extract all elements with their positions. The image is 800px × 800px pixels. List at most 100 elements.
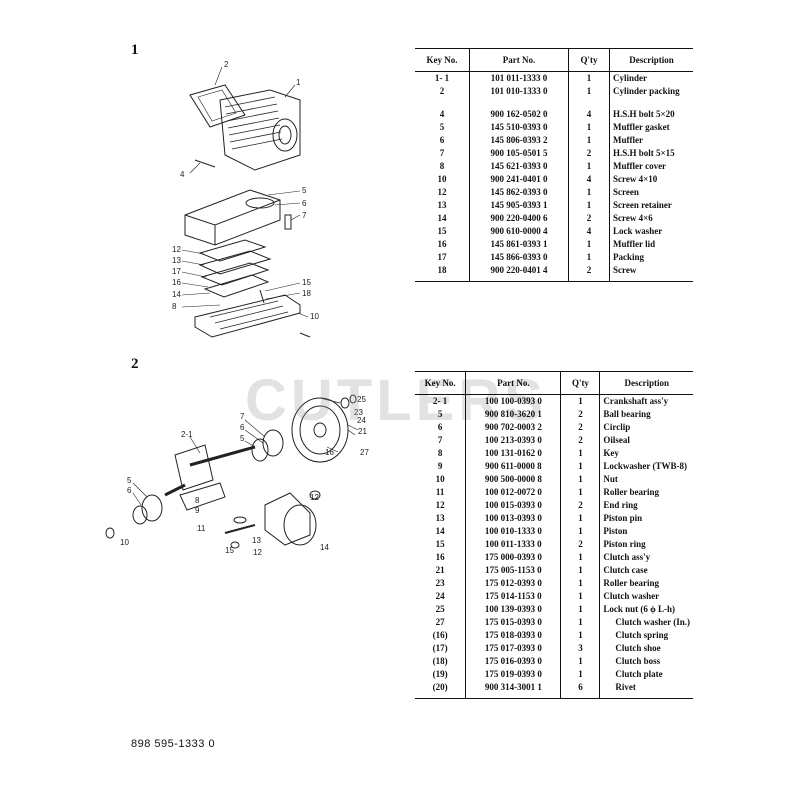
callout-label: 6 <box>302 199 307 208</box>
callout-label: 14 <box>172 290 181 299</box>
cell-key-no: 14 <box>437 213 447 223</box>
cell-qty: 1 <box>568 85 610 98</box>
cell-part-no: 900 314-3001 1 <box>465 681 561 699</box>
cell-qty: 1 <box>560 655 600 668</box>
cylinder-muffler-drawing: 2 1 4 5 6 7 12 13 17 16 15 14 18 8 10 <box>172 60 319 338</box>
cell-qty: 3 <box>560 642 600 655</box>
cell-qty: 6 <box>560 681 600 699</box>
cell-part-no: 100 131-0162 0 <box>465 447 561 460</box>
cell-description: Lockwasher (TWB-8) <box>599 460 693 473</box>
cell-key-no: 23 <box>435 578 445 588</box>
cell-description: Screw <box>609 264 693 282</box>
crankshaft-clutch-exploded-diagram: 2-1 7 6 5 25 23 24 21 16 27 5 6 8 9 10 1… <box>95 385 380 560</box>
cell-key-no: (17) <box>432 643 448 653</box>
cell-qty: 1 <box>568 71 610 85</box>
callout-label: 24 <box>357 416 366 425</box>
cell-key-no: (19) <box>432 669 448 679</box>
cell-qty: 1 <box>560 473 600 486</box>
cell-qty: 1 <box>560 394 600 408</box>
cell-description: End ring <box>599 499 693 512</box>
cell-part-no: 145 806-0393 2 <box>469 134 569 147</box>
cell-key-no: 17 <box>437 252 447 262</box>
cell-description: Screen retainer <box>609 199 693 212</box>
cell-qty: 1 <box>560 551 600 564</box>
section-number: 1 <box>131 42 139 58</box>
cell-part-no: 900 611-0000 8 <box>465 460 561 473</box>
cell-part-no: 145 862-0393 0 <box>469 186 569 199</box>
cell-description: Clutch shoe <box>599 642 693 655</box>
header-qty: Q'ty <box>568 48 610 72</box>
cell-key-no: 16 <box>437 239 447 249</box>
cell-key-no: 24 <box>435 591 445 601</box>
cell-description: H.S.H bolt 5×15 <box>609 147 693 160</box>
cell-description: Clutch spring <box>599 629 693 642</box>
cell-description: Screen <box>609 186 693 199</box>
cell-description: Clutch boss <box>599 655 693 668</box>
cell-part-no: 100 139-0393 0 <box>465 603 561 616</box>
cell-part-no: 900 610-0000 4 <box>469 225 569 238</box>
header-key-no: Key No. <box>415 371 466 395</box>
callout-label: 5 <box>302 186 307 195</box>
cell-part-no: 100 015-0393 0 <box>465 499 561 512</box>
callout-label: 8 <box>172 302 177 311</box>
cell-qty: 1 <box>560 577 600 590</box>
cell-key-no: 21 <box>435 565 445 575</box>
cell-key-no: 8 <box>437 448 443 458</box>
callout-label: 2-1 <box>181 430 193 439</box>
cell-part-no: 175 019-0393 0 <box>465 668 561 681</box>
cell-qty: 2 <box>568 147 610 160</box>
cell-qty: 1 <box>560 525 600 538</box>
cell-qty: 2 <box>560 421 600 434</box>
table-header-row: Key No. Part No. Q'ty Description <box>415 48 693 72</box>
callout-label: 11 <box>197 524 206 533</box>
cell-part-no: 100 013-0393 0 <box>465 512 561 525</box>
cell-description: Screw 4×6 <box>609 212 693 225</box>
cell-qty: 1 <box>560 512 600 525</box>
cell-qty: 1 <box>568 238 610 251</box>
cell-description: Crankshaft ass'y <box>599 394 693 408</box>
cell-qty: 2 <box>568 212 610 225</box>
cell-description: Lock nut (6 ϕ L-h) <box>599 603 693 616</box>
header-description: Description <box>609 48 693 72</box>
cell-part-no: 900 500-0000 8 <box>465 473 561 486</box>
cell-part-no: 100 100-0393 0 <box>465 394 561 408</box>
header-part-no: Part No. <box>469 48 569 72</box>
cell-part-no: 145 905-0393 1 <box>469 199 569 212</box>
callout-label: 7 <box>240 412 245 421</box>
cell-description: Cylinder <box>609 71 693 85</box>
cell-part-no: 900 220-0400 6 <box>469 212 569 225</box>
cell-part-no: 175 016-0393 0 <box>465 655 561 668</box>
cell-qty: 1 <box>560 564 600 577</box>
callout-label: 12 <box>253 548 262 557</box>
cell-key-no: 13 <box>437 200 447 210</box>
callout-label: 14 <box>320 543 329 552</box>
cell-description: Clutch ass'y <box>599 551 693 564</box>
cell-description: Lock washer <box>609 225 693 238</box>
callout-label: 9 <box>195 506 200 515</box>
cell-qty: 1 <box>560 603 600 616</box>
cell-part-no: 101 011-1333 0 <box>469 71 569 85</box>
callout-label: 12 <box>172 245 181 254</box>
cell-description: Nut <box>599 473 693 486</box>
cell-qty: 1 <box>568 186 610 199</box>
callout-label: 25 <box>357 395 366 404</box>
cell-key-no: (20) <box>415 681 466 699</box>
cell-description: Clutch washer (In.) <box>599 616 693 629</box>
cell-key-no: 12 <box>435 500 445 510</box>
